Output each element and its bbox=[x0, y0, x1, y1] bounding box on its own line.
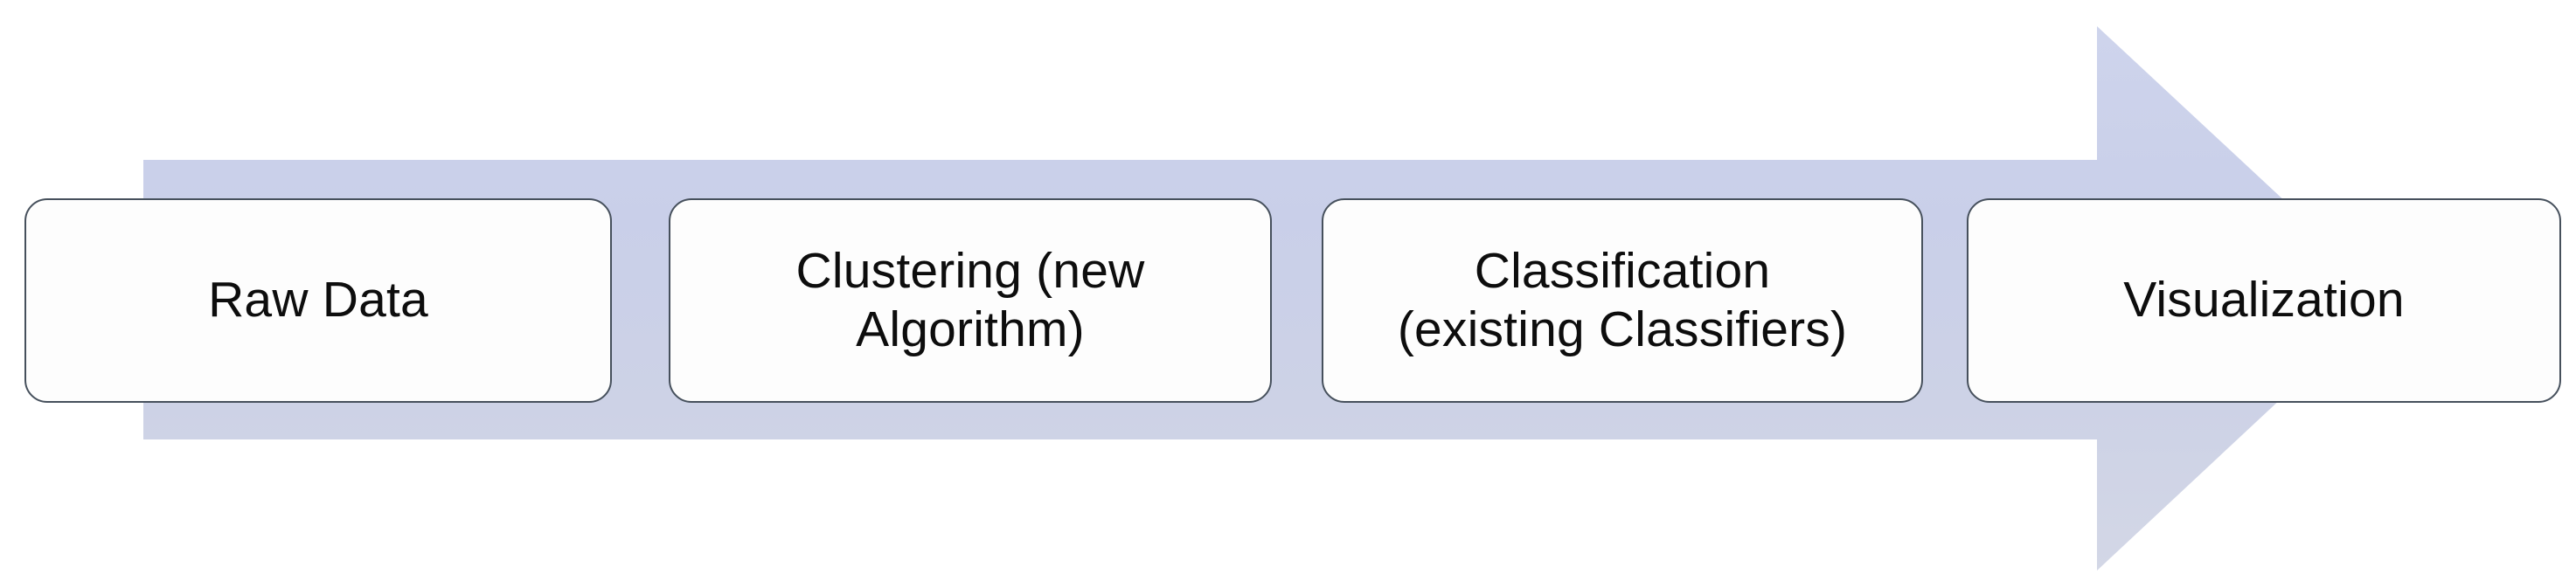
pipeline-step-label: Classification (existing Classifiers) bbox=[1397, 242, 1848, 357]
pipeline-step-visualization[interactable]: Visualization bbox=[1967, 198, 2561, 403]
pipeline-step-raw-data[interactable]: Raw Data bbox=[24, 198, 612, 403]
pipeline-step-classification[interactable]: Classification (existing Classifiers) bbox=[1322, 198, 1923, 403]
pipeline-step-label: Visualization bbox=[2123, 272, 2405, 329]
pipeline-step-label: Clustering (new Algorithm) bbox=[795, 242, 1145, 357]
pipeline-step-label: Raw Data bbox=[208, 272, 428, 329]
pipeline-step-clustering[interactable]: Clustering (new Algorithm) bbox=[669, 198, 1272, 403]
